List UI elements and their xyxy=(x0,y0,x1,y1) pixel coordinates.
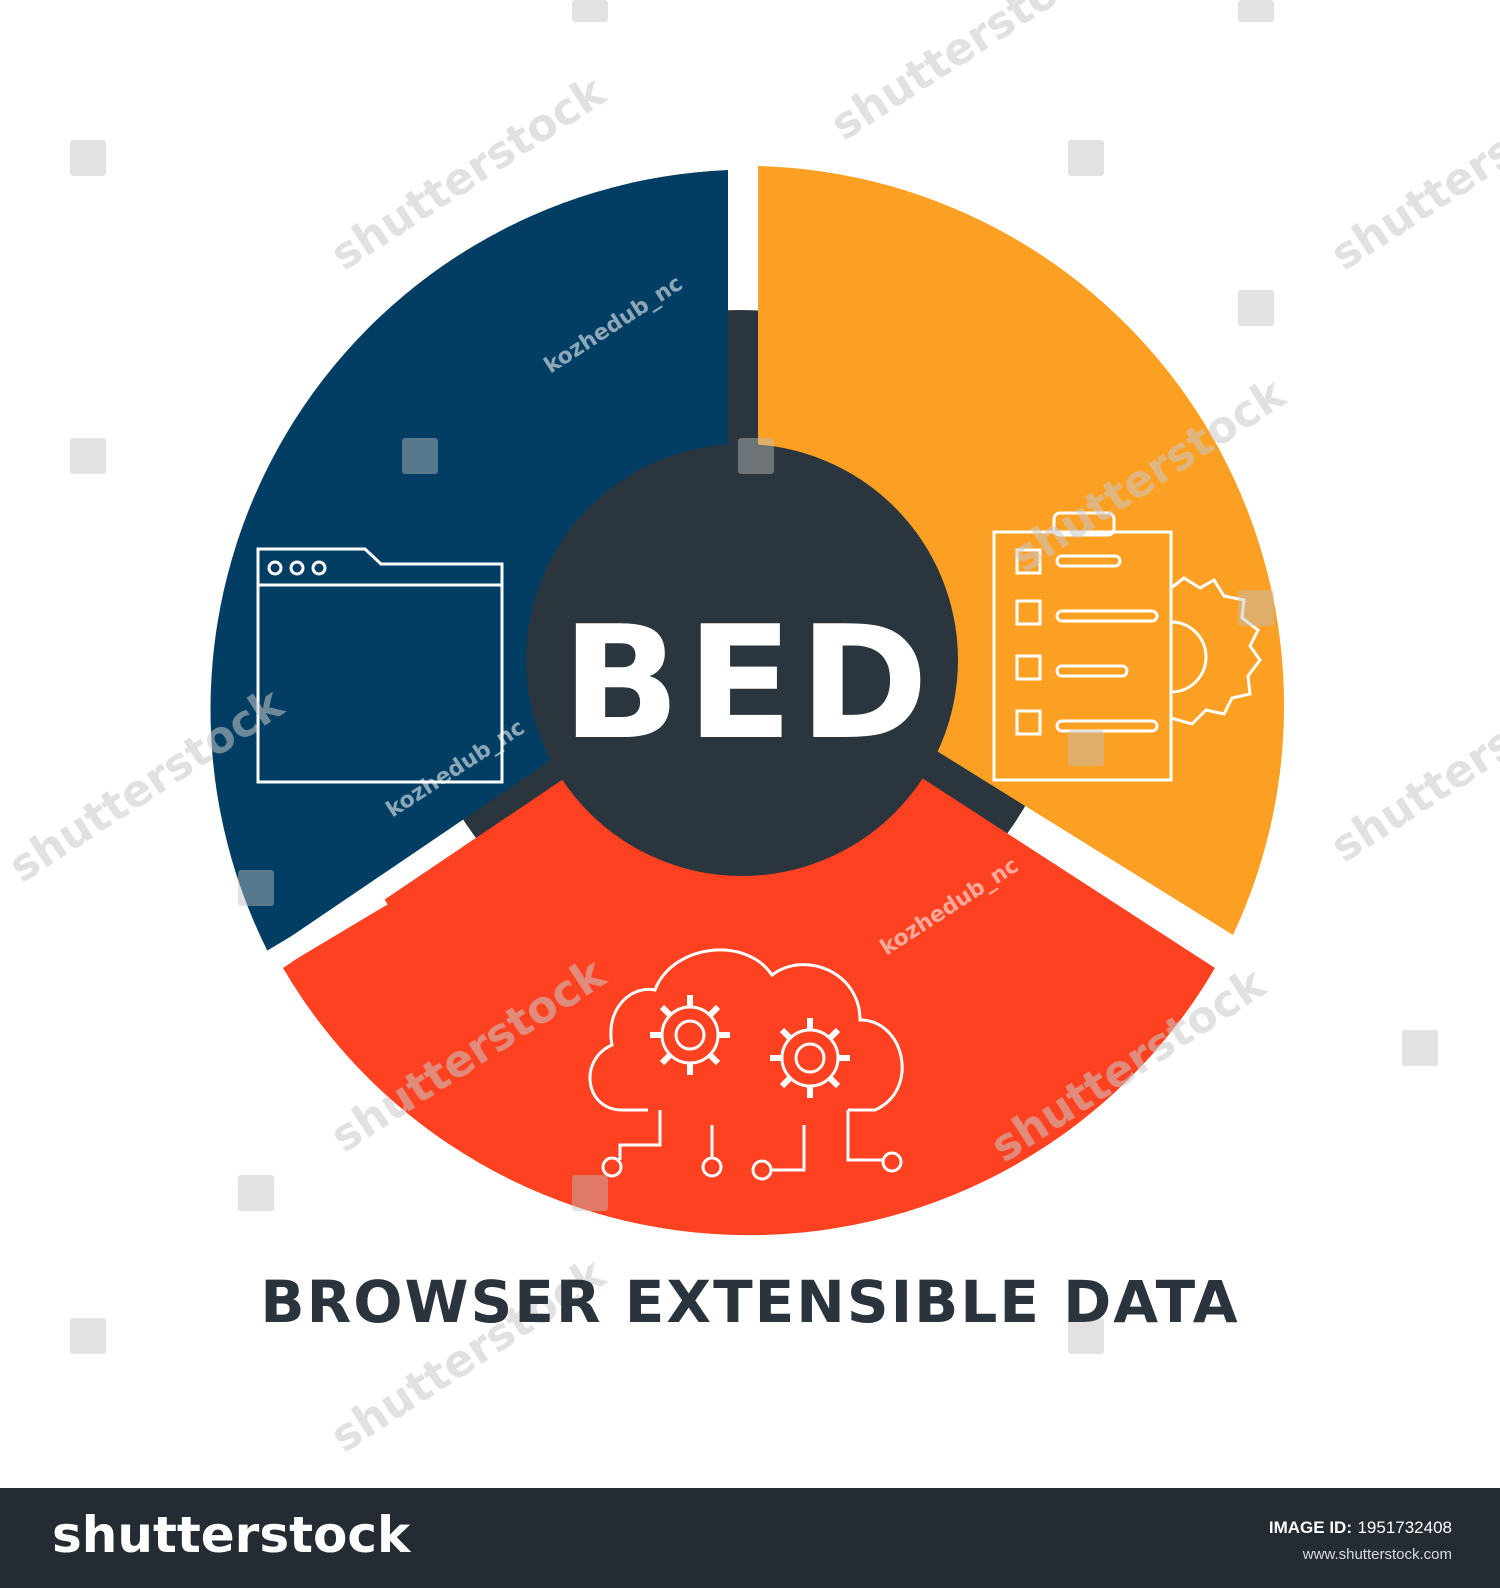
checklist-gear-icon xyxy=(992,511,1262,782)
image-id-label: IMAGE ID: xyxy=(1268,1518,1352,1537)
footer-bar: shutterstock IMAGE ID: 1951732408 www.sh… xyxy=(0,1488,1500,1588)
acronym-label: BED xyxy=(561,592,935,774)
image-id-value: 1951732408 xyxy=(1357,1518,1452,1537)
footer-url: www.shutterstock.com xyxy=(1302,1546,1452,1563)
browser-window-icon xyxy=(256,547,504,784)
diagram-caption: BROWSER EXTENSIBLE DATA xyxy=(260,1268,1240,1336)
footer-brand: shutterstock xyxy=(52,1506,411,1564)
segment-divider xyxy=(1119,885,1246,965)
cloud-gears-icon xyxy=(588,948,904,1181)
segment-cloud xyxy=(283,660,1215,1236)
acronym-diagram xyxy=(70,0,1438,1354)
gear-teeth xyxy=(650,995,850,1098)
segment-divider xyxy=(262,885,388,973)
watermark-tiles xyxy=(70,0,1438,1354)
center-hub xyxy=(526,444,958,876)
segment-browser xyxy=(210,170,729,952)
